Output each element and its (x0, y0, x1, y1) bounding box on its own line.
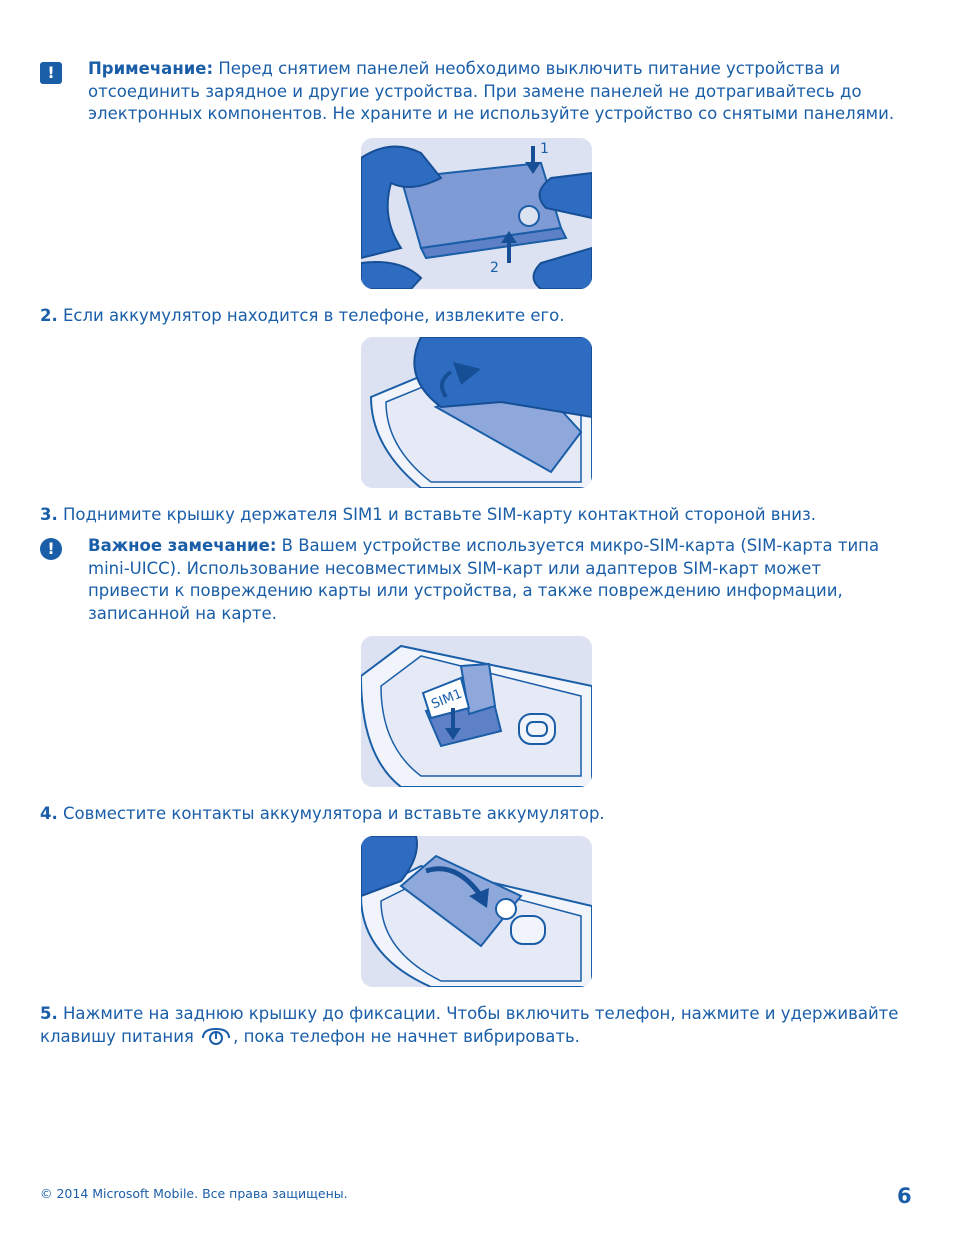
illus1-label-2: 2 (490, 260, 499, 276)
step-4-number: 4. (40, 804, 58, 823)
step-5: 5. Нажмите на заднюю крышку до фиксации.… (40, 1003, 898, 1052)
illustration-insert-battery (361, 836, 592, 987)
note-label: Примечание: (88, 59, 214, 78)
illustration-remove-cover: 1 2 (361, 138, 592, 289)
illus1-label-1: 1 (540, 141, 549, 157)
power-key-icon (201, 1026, 231, 1053)
illustration-remove-battery (361, 337, 592, 488)
step-4-text: Совместите контакты аккумулятора и встав… (57, 804, 605, 823)
step-5-number: 5. (40, 1004, 58, 1023)
page-number: 6 (897, 1184, 912, 1208)
note-text-1: Перед снятием панелей необходимо выключи… (213, 59, 841, 78)
step-2-number: 2. (40, 306, 58, 325)
step-3-text: Поднимите крышку держателя SIM1 и вставь… (57, 505, 817, 524)
exclamation-icon: ! (40, 62, 62, 84)
footer-copyright: © 2014 Microsoft Mobile. Все права защищ… (40, 1186, 348, 1201)
note-text-3: электронных компонентов. Не храните и не… (88, 104, 895, 123)
step-5-text-2b: , пока телефон не начнет вибрировать. (233, 1026, 580, 1046)
important-paragraph: Важное замечание: В Вашем устройстве исп… (88, 535, 879, 625)
exclamation-circle-icon: ! (40, 538, 62, 560)
step-4: 4. Совместите контакты аккумулятора и вс… (40, 803, 605, 826)
step-2: 2. Если аккумулятор находится в телефоне… (40, 305, 565, 328)
important-text-3: привести к повреждению карты или устройс… (88, 581, 843, 600)
illustration-insert-sim: SIM1 (361, 636, 592, 787)
step-3-number: 3. (40, 505, 58, 524)
step-5-text-2a: клавишу питания (40, 1026, 200, 1046)
step-3: 3. Поднимите крышку держателя SIM1 и вст… (40, 504, 816, 527)
important-text-2: mini-UICC). Использование несовместимых … (88, 558, 822, 578)
important-text-4: записанной на карте. (88, 603, 277, 623)
step-2-text: Если аккумулятор находится в телефоне, и… (57, 306, 565, 325)
step-5-text-1: Нажмите на заднюю крышку до фиксации. Чт… (57, 1004, 899, 1023)
note-text-2: отсоединить зарядное и другие устройства… (88, 81, 862, 101)
note-paragraph: Примечание: Перед снятием панелей необхо… (88, 58, 894, 126)
important-label: Важное замечание: (88, 536, 277, 555)
important-text-1: В Вашем устройстве используется микро-SI… (276, 536, 880, 555)
